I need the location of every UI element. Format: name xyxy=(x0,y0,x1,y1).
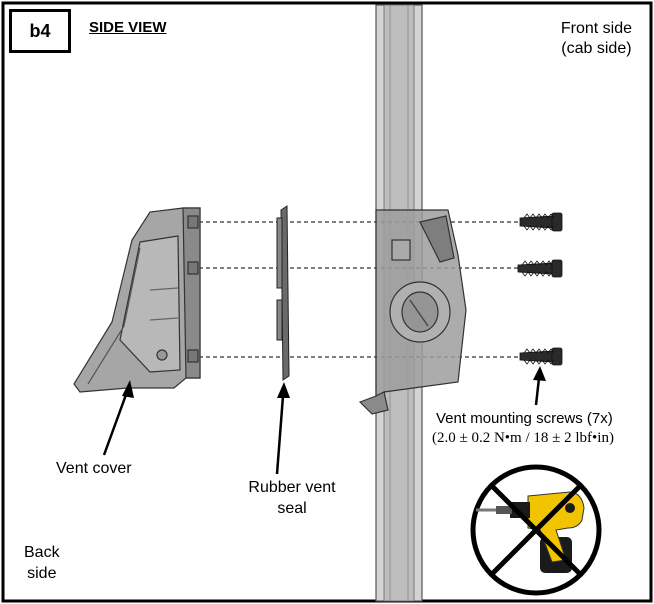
front-side-line1: Front side xyxy=(560,20,632,37)
alignment-lines xyxy=(185,221,520,358)
rubber-vent-seal-line2: seal xyxy=(277,500,307,517)
arrow-vent-cover xyxy=(102,380,134,456)
screw-top xyxy=(519,212,563,232)
screw-middle xyxy=(517,259,563,278)
vent-cover-illustration xyxy=(73,207,201,393)
rubber-vent-seal-callout: Rubber vent seal xyxy=(222,477,362,519)
back-side-label: Back side xyxy=(24,542,60,584)
arrow-rubber-seal xyxy=(275,382,290,475)
wall-housing-illustration xyxy=(358,209,467,415)
screw-bottom xyxy=(519,347,563,366)
rubber-seal-illustration xyxy=(276,205,290,381)
front-side-line2: (cab side) xyxy=(561,40,632,57)
torque-spec-callout: (2.0 ± 0.2 N•m / 18 ± 2 lbf•in) xyxy=(432,430,614,446)
mounting-screws xyxy=(517,212,563,366)
front-side-label: Front side (cab side) xyxy=(561,19,632,59)
rubber-vent-seal-line1: Rubber vent xyxy=(248,479,336,496)
view-title: SIDE VIEW xyxy=(89,19,167,36)
step-badge: b4 xyxy=(9,9,71,53)
back-side-line2: side xyxy=(27,565,57,582)
no-power-drill-icon xyxy=(470,464,602,596)
vent-mounting-screws-callout: Vent mounting screws (7x) xyxy=(436,410,613,427)
vent-cover-callout: Vent cover xyxy=(56,460,132,477)
arrow-screws xyxy=(533,366,546,406)
callout-arrows xyxy=(102,366,546,475)
back-side-line1: Back xyxy=(24,544,60,561)
